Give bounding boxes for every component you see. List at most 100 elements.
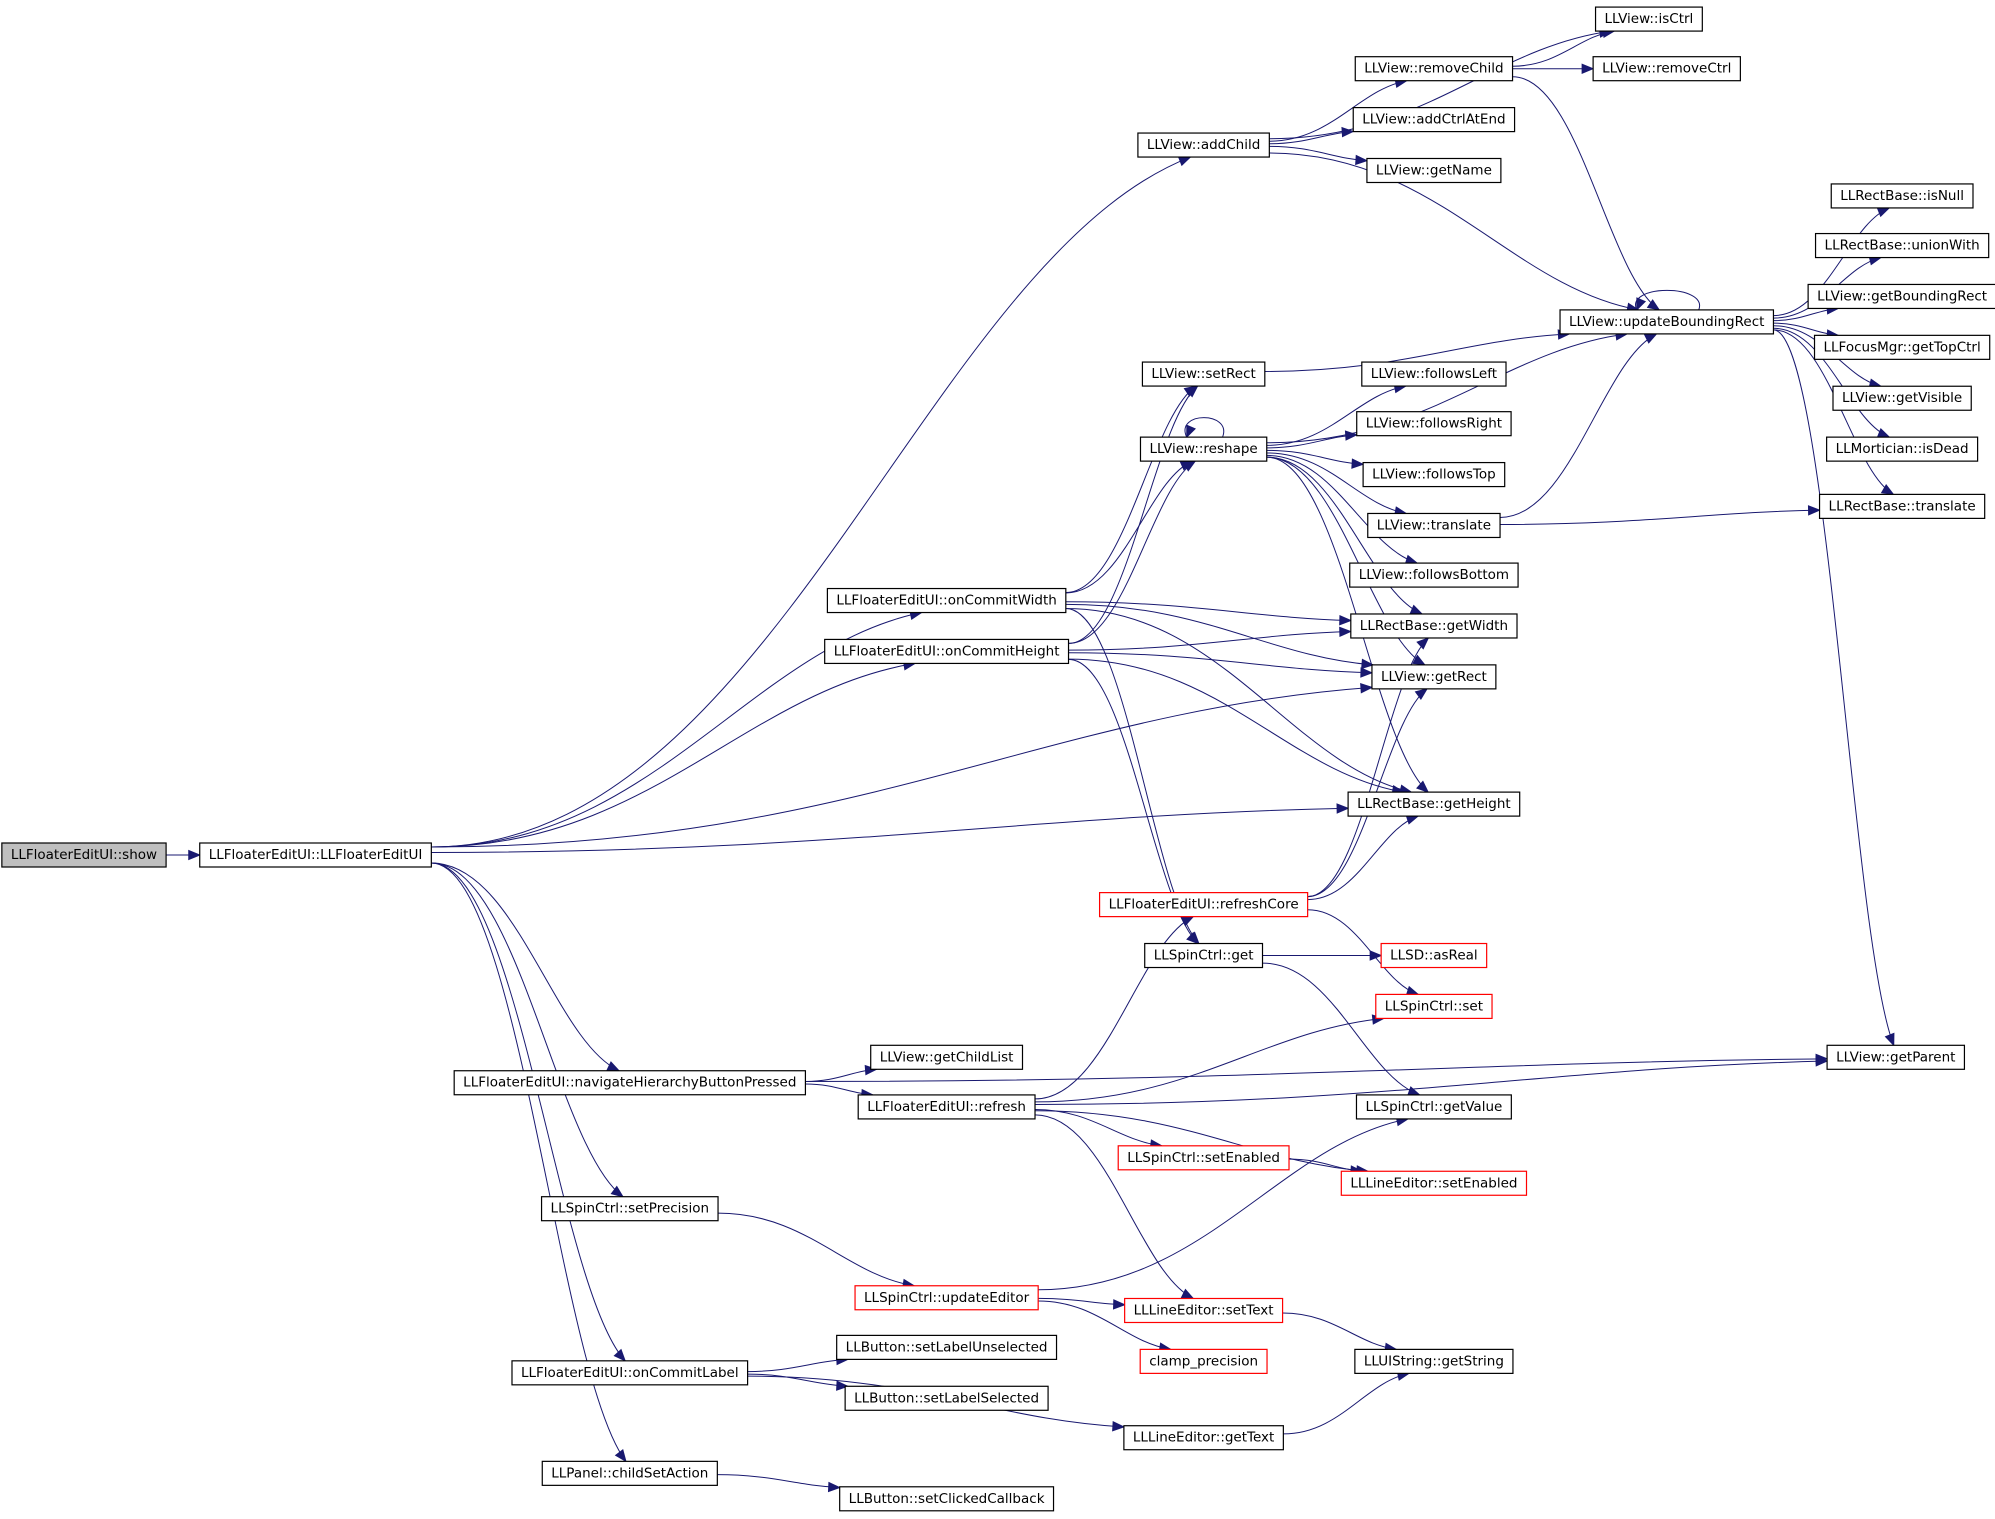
node-getName[interactable]: LLView::getName — [1366, 157, 1502, 184]
node-box — [1380, 942, 1488, 969]
edge-ctor-navigate — [431, 862, 621, 1072]
node-viewTranslate[interactable]: LLView::translate — [1367, 512, 1501, 539]
node-asReal[interactable]: LLSD::asReal — [1380, 942, 1488, 969]
node-box — [1826, 1044, 1966, 1070]
node-box — [1354, 1348, 1514, 1374]
node-getVisible[interactable]: LLView::getVisible — [1832, 385, 1972, 411]
edge-onCommitHeight-getWidth — [1068, 626, 1353, 651]
node-unionWith[interactable]: LLRectBase::unionWith — [1814, 232, 1990, 259]
node-box — [199, 842, 432, 868]
node-isNull[interactable]: LLRectBase::isNull — [1830, 183, 1974, 209]
node-updateBoundingRect[interactable]: LLView::updateBoundingRect — [1559, 309, 1775, 335]
edge-ctor-onCommitLabel — [431, 862, 627, 1362]
node-setLabelSelected[interactable]: LLButton::setLabelSelected — [844, 1385, 1049, 1411]
node-followsTop[interactable]: LLView::followsTop — [1362, 461, 1506, 488]
node-setPrecision[interactable]: LLSpinCtrl::setPrecision — [540, 1196, 719, 1222]
node-box — [1, 842, 167, 868]
node-box — [870, 1044, 1024, 1070]
node-ctor[interactable]: LLFloaterEditUI::LLFloaterEditUI — [199, 842, 432, 868]
node-label: LLUIString::getString — [1364, 1353, 1504, 1369]
node-setRect[interactable]: LLView::setRect — [1141, 361, 1266, 387]
node-setText[interactable]: LLLineEditor::setText — [1124, 1297, 1284, 1324]
node-box — [1139, 1348, 1268, 1374]
node-label: LLView::getRect — [1381, 669, 1487, 685]
edge-updateEditor-setText — [1038, 1297, 1126, 1310]
node-setClickedCallback[interactable]: LLButton::setClickedCallback — [839, 1486, 1055, 1512]
node-label: LLFloaterEditUI::LLFloaterEditUI — [209, 847, 423, 863]
node-followsRight[interactable]: LLView::followsRight — [1356, 411, 1512, 437]
node-refresh[interactable]: LLFloaterEditUI::refresh — [857, 1094, 1036, 1120]
node-label: LLRectBase::getWidth — [1360, 618, 1508, 634]
node-label: LLView::addChild — [1147, 137, 1260, 153]
node-spinSet[interactable]: LLSpinCtrl::set — [1375, 993, 1493, 1020]
edge-updateBoundingRect-getParent — [1773, 329, 1895, 1047]
node-onCommitLabel[interactable]: LLFloaterEditUI::onCommitLabel — [511, 1360, 749, 1386]
node-layer: LLFloaterEditUI::show LLFloaterEditUI::LL… — [1, 6, 1995, 1512]
node-isDead[interactable]: LLMortician::isDead — [1826, 436, 1979, 462]
node-navigate[interactable]: LLFloaterEditUI::navigateHierarchyButton… — [453, 1070, 807, 1096]
node-box — [1371, 664, 1497, 690]
node-box — [844, 1385, 1049, 1411]
node-getText[interactable]: LLLineEditor::getText — [1123, 1425, 1284, 1451]
node-followsBottom[interactable]: LLView::followsBottom — [1349, 562, 1519, 588]
node-getString[interactable]: LLUIString::getString — [1354, 1348, 1514, 1374]
node-box — [1813, 334, 1991, 360]
node-label: LLFocusMgr::getTopCtrl — [1824, 339, 1981, 355]
node-label: LLView::followsBottom — [1359, 567, 1509, 583]
node-updateEditor[interactable]: LLSpinCtrl::updateEditor — [854, 1285, 1039, 1311]
node-onCommitWidth[interactable]: LLFloaterEditUI::onCommitWidth — [826, 587, 1067, 614]
node-label: LLFloaterEditUI::onCommitWidth — [836, 593, 1056, 609]
node-label: LLView::followsLeft — [1371, 366, 1497, 382]
node-label: LLView::reshape — [1149, 441, 1257, 457]
node-label: LLLineEditor::setEnabled — [1350, 1175, 1517, 1191]
node-getBoundingRect[interactable]: LLView::getBoundingRect — [1807, 283, 1995, 310]
node-box — [1123, 1425, 1284, 1451]
node-box — [1362, 461, 1506, 488]
node-box — [1117, 1145, 1290, 1171]
node-isCtrl[interactable]: LLView::isCtrl — [1594, 6, 1703, 32]
edge-onCommitHeight-setRect — [1068, 385, 1199, 644]
node-reshape[interactable]: LLView::reshape — [1139, 436, 1268, 462]
node-box — [1347, 791, 1521, 817]
node-removeCtrl[interactable]: LLView::removeCtrl — [1592, 56, 1741, 82]
edge-show-ctor — [166, 849, 202, 861]
node-box — [1141, 361, 1266, 387]
node-getWidth[interactable]: LLRectBase::getWidth — [1350, 613, 1518, 639]
node-show[interactable]: LLFloaterEditUI::show — [1, 842, 167, 868]
node-spinGet[interactable]: LLSpinCtrl::get — [1144, 942, 1264, 969]
edge-reshape-reshape — [1184, 417, 1225, 439]
edge-viewTranslate-rectTranslate — [1500, 505, 1821, 526]
node-label: LLRectBase::isNull — [1840, 188, 1964, 204]
node-box — [1098, 892, 1309, 918]
node-box — [1139, 436, 1268, 462]
node-removeChild[interactable]: LLView::removeChild — [1354, 56, 1514, 82]
node-getHeight[interactable]: LLRectBase::getHeight — [1347, 791, 1521, 817]
node-label: LLRectBase::unionWith — [1825, 238, 1980, 254]
node-addCtrlAtEnd[interactable]: LLView::addCtrlAtEnd — [1352, 106, 1516, 133]
node-setLabelUnselected[interactable]: LLButton::setLabelUnselected — [836, 1334, 1058, 1360]
node-clampPrecision[interactable]: clamp_precision — [1139, 1348, 1268, 1374]
node-getRect[interactable]: LLView::getRect — [1371, 664, 1497, 690]
edge-onCommitWidth-getWidth — [1065, 601, 1353, 626]
node-label: LLRectBase::getHeight — [1357, 796, 1511, 812]
node-label: LLButton::setClickedCallback — [849, 1491, 1045, 1507]
node-label: LLView::getVisible — [1842, 390, 1962, 406]
node-leSetEnabled[interactable]: LLLineEditor::setEnabled — [1340, 1170, 1528, 1196]
node-getChildList[interactable]: LLView::getChildList — [870, 1044, 1024, 1070]
node-box — [1366, 157, 1502, 184]
edge-reshape-followsBottom — [1266, 454, 1419, 565]
node-onCommitHeight[interactable]: LLFloaterEditUI::onCommitHeight — [824, 638, 1070, 665]
node-followsLeft[interactable]: LLView::followsLeft — [1361, 361, 1507, 387]
node-box — [1354, 56, 1514, 82]
node-getValue[interactable]: LLSpinCtrl::getValue — [1355, 1094, 1512, 1120]
node-refreshCore[interactable]: LLFloaterEditUI::refreshCore — [1098, 892, 1309, 918]
node-childSetAction[interactable]: LLPanel::childSetAction — [541, 1460, 718, 1486]
node-getParent[interactable]: LLView::getParent — [1826, 1044, 1966, 1070]
node-label: clamp_precision — [1149, 1353, 1258, 1369]
node-getTopCtrl[interactable]: LLFocusMgr::getTopCtrl — [1813, 334, 1991, 360]
node-label: LLView::followsTop — [1372, 467, 1496, 483]
node-addChild[interactable]: LLView::addChild — [1137, 132, 1270, 158]
node-rectTranslate[interactable]: LLRectBase::translate — [1818, 493, 1986, 519]
node-box — [1367, 512, 1501, 539]
node-spinSetEnabled[interactable]: LLSpinCtrl::setEnabled — [1117, 1145, 1290, 1171]
